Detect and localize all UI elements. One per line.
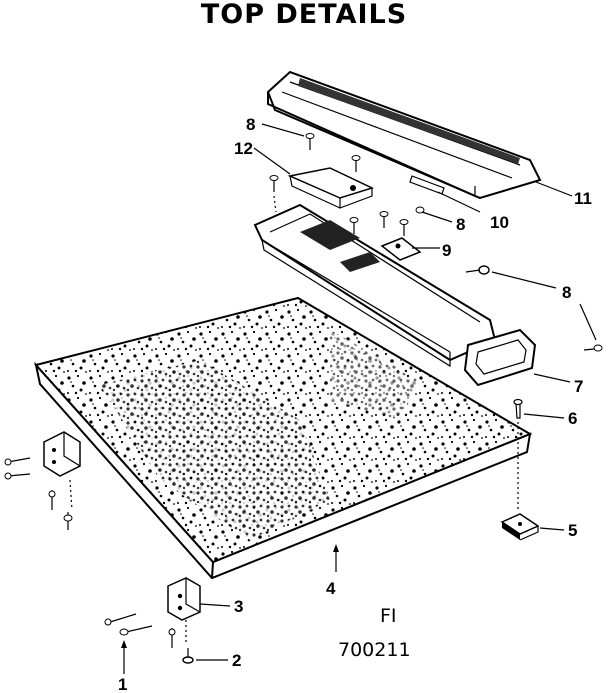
upper-screws [269, 133, 603, 352]
figure-ref-line2: 700211 [338, 639, 411, 661]
part-number-7: 7 [574, 377, 583, 396]
part-number-2: 2 [232, 651, 241, 670]
part-number-12: 12 [234, 139, 253, 158]
part-number-8: 8 [456, 215, 465, 234]
left-screws [4, 457, 73, 530]
part-number-4: 4 [326, 579, 336, 598]
bottom-screws [104, 613, 194, 664]
support-rail [253, 203, 497, 368]
corner-bracket [167, 577, 201, 621]
left-bracket [43, 431, 81, 477]
part-number-6: 6 [568, 409, 577, 428]
part-number-9: 9 [442, 241, 451, 260]
figure-ref-line1: FI [380, 605, 397, 627]
diagram-title: TOP DETAILS [200, 0, 408, 30]
end-handle [463, 328, 537, 387]
part-number-8: 8 [246, 115, 255, 134]
foot-block [500, 513, 540, 541]
part-number-8: 8 [562, 283, 571, 302]
part-number-10: 10 [490, 213, 509, 232]
top-cover [266, 70, 542, 200]
part-number-1: 1 [118, 675, 127, 693]
part-number-labels: 8 12 11 10 8 9 8 7 6 5 4 3 2 1 [118, 115, 592, 693]
part-number-3: 3 [234, 597, 243, 616]
part-number-11: 11 [574, 189, 592, 208]
small-bracket [380, 237, 422, 261]
bracket-plate [287, 167, 375, 209]
screw-6 [513, 398, 523, 510]
table-top [34, 296, 533, 580]
figure-reference: FI 700211 [338, 605, 411, 661]
leader-lines [121, 123, 597, 674]
part-number-5: 5 [568, 521, 577, 540]
